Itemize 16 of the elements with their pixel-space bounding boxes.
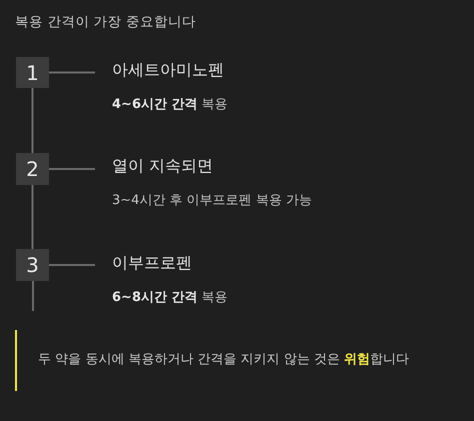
warning-note: 두 약을 동시에 복용하거나 간격을 지키지 않는 것은 위험합니다	[38, 351, 410, 368]
step-heading: 아세트아미노펜	[112, 60, 225, 81]
title: 복용 간격이 가장 중요합니다	[15, 13, 196, 31]
step-number: 1	[16, 57, 49, 88]
step-number: 2	[16, 153, 49, 185]
step-heading: 이부프로펜	[112, 253, 193, 274]
step-description: 3~4시간 후 이부프로펜 복용 가능	[112, 192, 313, 209]
connector-line	[49, 264, 95, 266]
step-description: 4~6시간 간격 복용	[112, 96, 229, 113]
connector-line	[49, 168, 95, 170]
step-heading: 열이 지속되면	[112, 156, 214, 177]
step-description: 6~8시간 간격 복용	[112, 289, 229, 306]
connector-line	[49, 72, 95, 74]
connector-line	[32, 185, 34, 249]
step-number: 3	[16, 249, 49, 281]
connector-line	[32, 88, 34, 153]
